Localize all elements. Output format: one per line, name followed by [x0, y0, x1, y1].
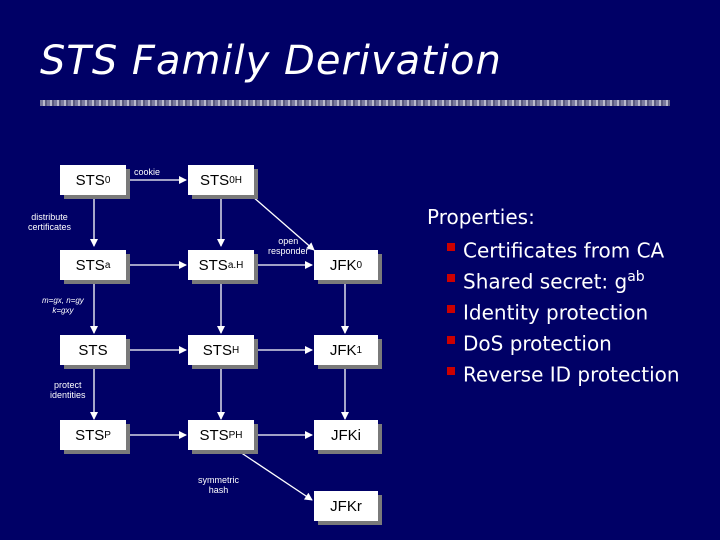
property-item: Certificates from CA: [447, 231, 680, 263]
label-distribute-certificates: distribute certificates: [28, 212, 72, 232]
title-divider: [40, 100, 670, 106]
label-open-responder: open responder: [268, 236, 309, 256]
arrow-sts0h-jfk0: [251, 195, 315, 251]
arrow-stsph-jfkr: [239, 451, 313, 501]
property-item: Reverse ID protection: [447, 355, 680, 387]
label-symmetric-hash: symmetric hash: [198, 475, 239, 495]
property-item: DoS protection: [447, 324, 680, 356]
label-protect-identities: protect identities: [50, 380, 86, 400]
node-sts: STS: [60, 335, 126, 365]
slide-title: STS Family Derivation: [40, 38, 502, 84]
properties-heading: Properties:: [427, 205, 535, 229]
bullet-square-icon: [447, 305, 455, 313]
node-jfkr: JFKr: [314, 491, 378, 521]
bullet-square-icon: [447, 336, 455, 344]
properties-list: Certificates from CA Shared secret: gab …: [427, 231, 680, 387]
label-cookie: cookie: [134, 167, 161, 177]
node-jfki: JFKi: [314, 420, 378, 450]
property-item: Identity protection: [447, 293, 680, 325]
property-item: Shared secret: gab: [447, 262, 680, 294]
bullet-square-icon: [447, 274, 455, 282]
bullet-square-icon: [447, 243, 455, 251]
label-exponents: m=gx, n=gy k=gxy: [42, 296, 84, 315]
properties-panel: Properties: Certificates from CA Shared …: [427, 205, 680, 387]
bullet-square-icon: [447, 367, 455, 375]
